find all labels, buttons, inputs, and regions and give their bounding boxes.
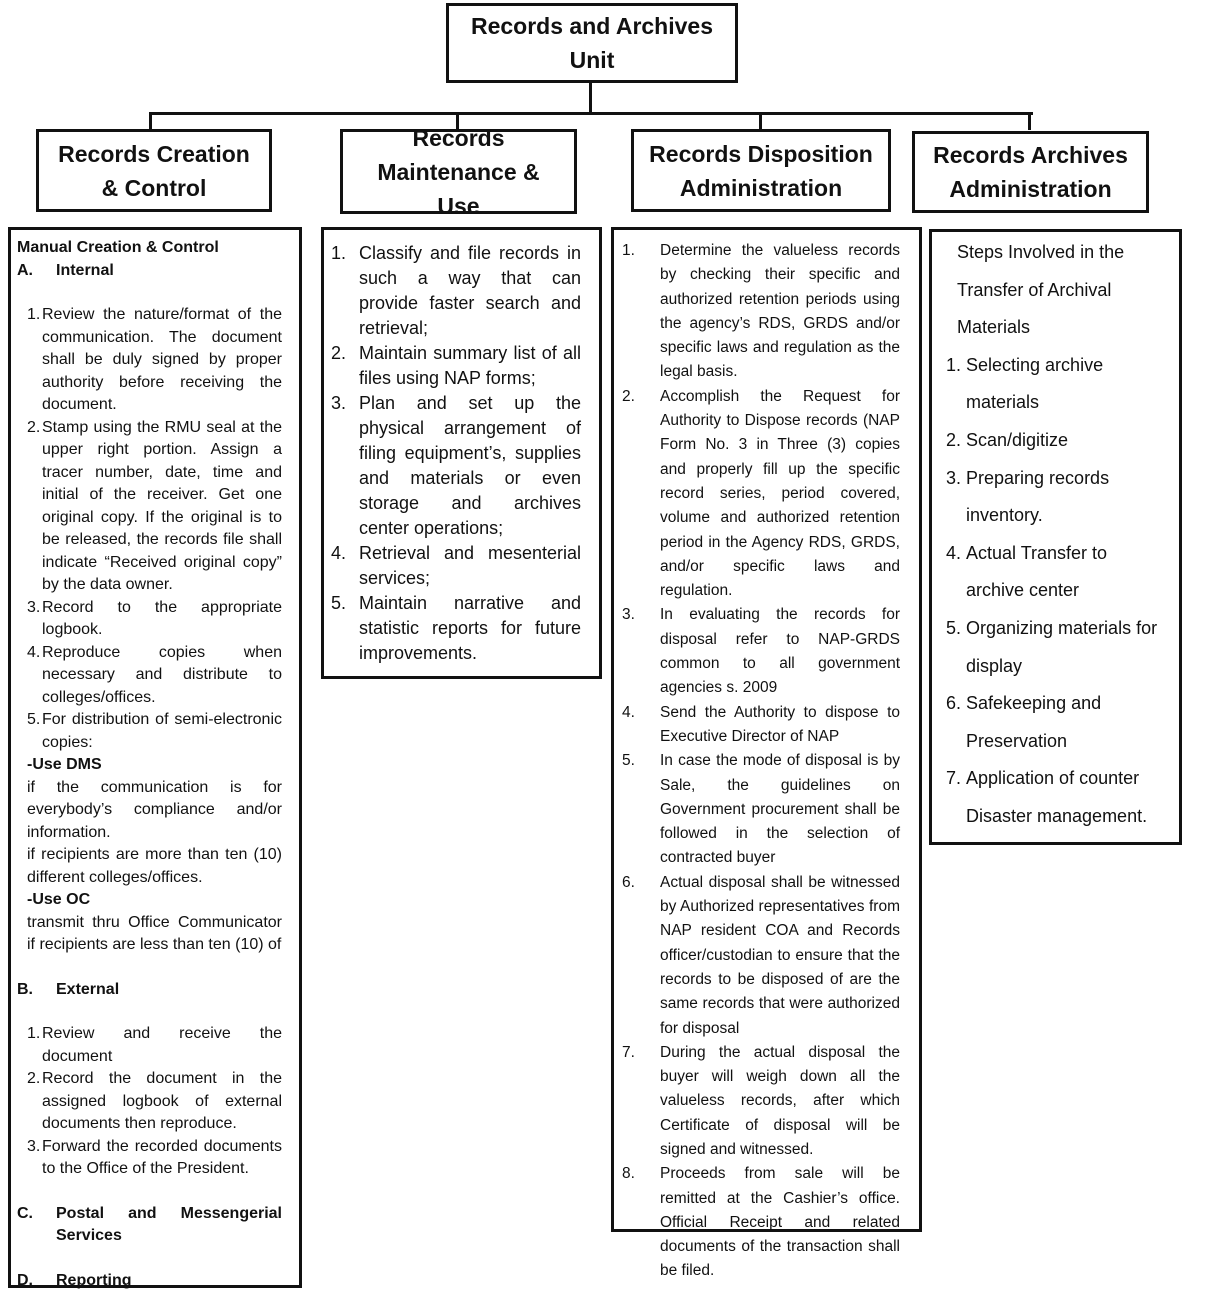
oc-label: -Use OC: [27, 891, 91, 908]
list-item: 4.Reproduce copies when necessary and di…: [27, 643, 282, 706]
maintenance-steps-list: 1.Classify and file records in such a wa…: [331, 241, 581, 666]
disposition-steps-list: 1.Determine the valueless records by che…: [622, 239, 900, 1284]
list-item: 1.Selecting archive materials: [946, 354, 1104, 413]
list-item: 5.For distribution of semi-electronic co…: [27, 711, 282, 751]
section-a-heading: A. Internal: [17, 260, 282, 283]
list-item: 6.Safekeeping and Preservation: [946, 693, 1102, 751]
list-item: 3.Forward the recorded documents to the …: [27, 1137, 282, 1178]
creation-content: Manual Creation & Control A. Internal 1.…: [17, 237, 282, 1292]
section-title: Internal: [56, 261, 114, 279]
list-item: 5.In case the mode of disposal is by Sal…: [622, 752, 900, 867]
root-connector-line: [589, 82, 592, 114]
list-item: 3.Record to the appropriate logbook.: [27, 598, 282, 639]
list-item: 2.Stamp using the RMU seal at the upper …: [27, 418, 282, 594]
creation-heading: Manual Creation & Control: [17, 239, 219, 256]
unit-header-maintenance: Records Maintenance & Use: [340, 125, 577, 219]
unit-header-disposition: Records Disposition Administration: [631, 129, 891, 212]
unit-title: Records Disposition Administration: [649, 140, 873, 201]
section-letter: D.: [17, 1271, 33, 1289]
list-item: 5.Organizing materials for display: [946, 617, 1158, 676]
oc-text: transmit thru Office Communicator if rec…: [27, 913, 282, 954]
section-title: Postal and Messengerial Services: [56, 1204, 282, 1245]
internal-steps-list: 1.Review the nature/format of the commun…: [17, 304, 282, 754]
section-letter: C.: [17, 1204, 33, 1222]
creation-content-box: [8, 227, 302, 1288]
section-b-heading: B. External: [17, 979, 282, 1002]
list-item: 7.During the actual disposal the buyer w…: [622, 1043, 900, 1158]
archives-intro: Steps Involved in the Transfer of Archiv…: [957, 242, 1125, 338]
disposition-content-box: [611, 227, 922, 1232]
unit-title: Records Maintenance & Use: [377, 124, 540, 219]
maintenance-content: 1.Classify and file records in such a wa…: [331, 241, 581, 666]
list-item: 4.Actual Transfer to archive center: [946, 542, 1108, 601]
section-letter: B.: [17, 980, 33, 998]
list-item: 1.Determine the valueless records by che…: [622, 242, 900, 381]
list-item: 2.Accomplish the Request for Authority t…: [622, 387, 900, 600]
section-title: Reporting: [56, 1271, 132, 1289]
section-title: External: [56, 980, 120, 998]
branch-bus-line: [149, 112, 1033, 115]
dms-label: -Use DMS: [27, 756, 102, 773]
list-item: 3.In evaluating the records for disposal…: [622, 606, 900, 697]
unit-header-archives: Records Archives Administration: [912, 131, 1149, 213]
list-item: 8.Proceeds from sale will be remitted at…: [622, 1165, 900, 1280]
dms-text: if recipients are more than ten (10) dif…: [27, 846, 282, 886]
unit-title: Records Creation & Control: [58, 140, 250, 201]
branch-line-1: [149, 112, 152, 130]
list-item: 3.Plan and set up the physical arrangeme…: [331, 393, 581, 538]
root-title: Records and Archives Unit: [470, 13, 714, 73]
list-item: 4.Retrieval and mesenterial services;: [331, 543, 581, 588]
unit-title: Records Archives Administration: [933, 142, 1128, 202]
archives-steps-list: 1.Selecting archive materials 2.Scan/dig…: [946, 347, 1171, 836]
list-item: 1.Review and receive the document: [27, 1025, 282, 1065]
list-item: 4.Send the Authority to dispose to Execu…: [622, 703, 900, 745]
list-item: 2.Scan/digitize: [946, 429, 1069, 450]
list-item: 1.Classify and file records in such a wa…: [331, 243, 581, 338]
branch-line-4: [1028, 112, 1031, 130]
list-item: 1.Review the nature/format of the commun…: [27, 306, 282, 413]
root-node: Records and Archives Unit: [446, 3, 738, 83]
unit-header-creation: Records Creation & Control: [36, 129, 272, 212]
list-item: 6.Actual disposal shall be witnessed by …: [622, 873, 900, 1037]
disposition-content: 1.Determine the valueless records by che…: [622, 239, 900, 1284]
archives-content-box: [929, 229, 1182, 845]
list-item: 2.Record the document in the assigned lo…: [27, 1070, 282, 1132]
maintenance-content-box: [321, 227, 602, 679]
section-letter: A.: [17, 261, 33, 279]
list-item: 7.Application of counter Disaster manage…: [946, 768, 1148, 826]
dms-text: if the communication is for everybody’s …: [27, 778, 282, 841]
section-d-heading: D. Reporting: [17, 1270, 282, 1292]
archives-content: Steps Involved in the Transfer of Archiv…: [946, 234, 1171, 836]
list-item: 5.Maintain narrative and statistic repor…: [331, 593, 581, 663]
list-item: 2.Maintain summary list of all files usi…: [331, 343, 581, 388]
external-steps-list: 1.Review and receive the document 2.Reco…: [17, 1023, 282, 1181]
section-c-heading: C. Postal and Messengerial Services: [17, 1203, 282, 1248]
list-item: 3.Preparing records inventory.: [946, 467, 1110, 526]
branch-line-2: [456, 112, 459, 130]
branch-line-3: [759, 112, 762, 130]
